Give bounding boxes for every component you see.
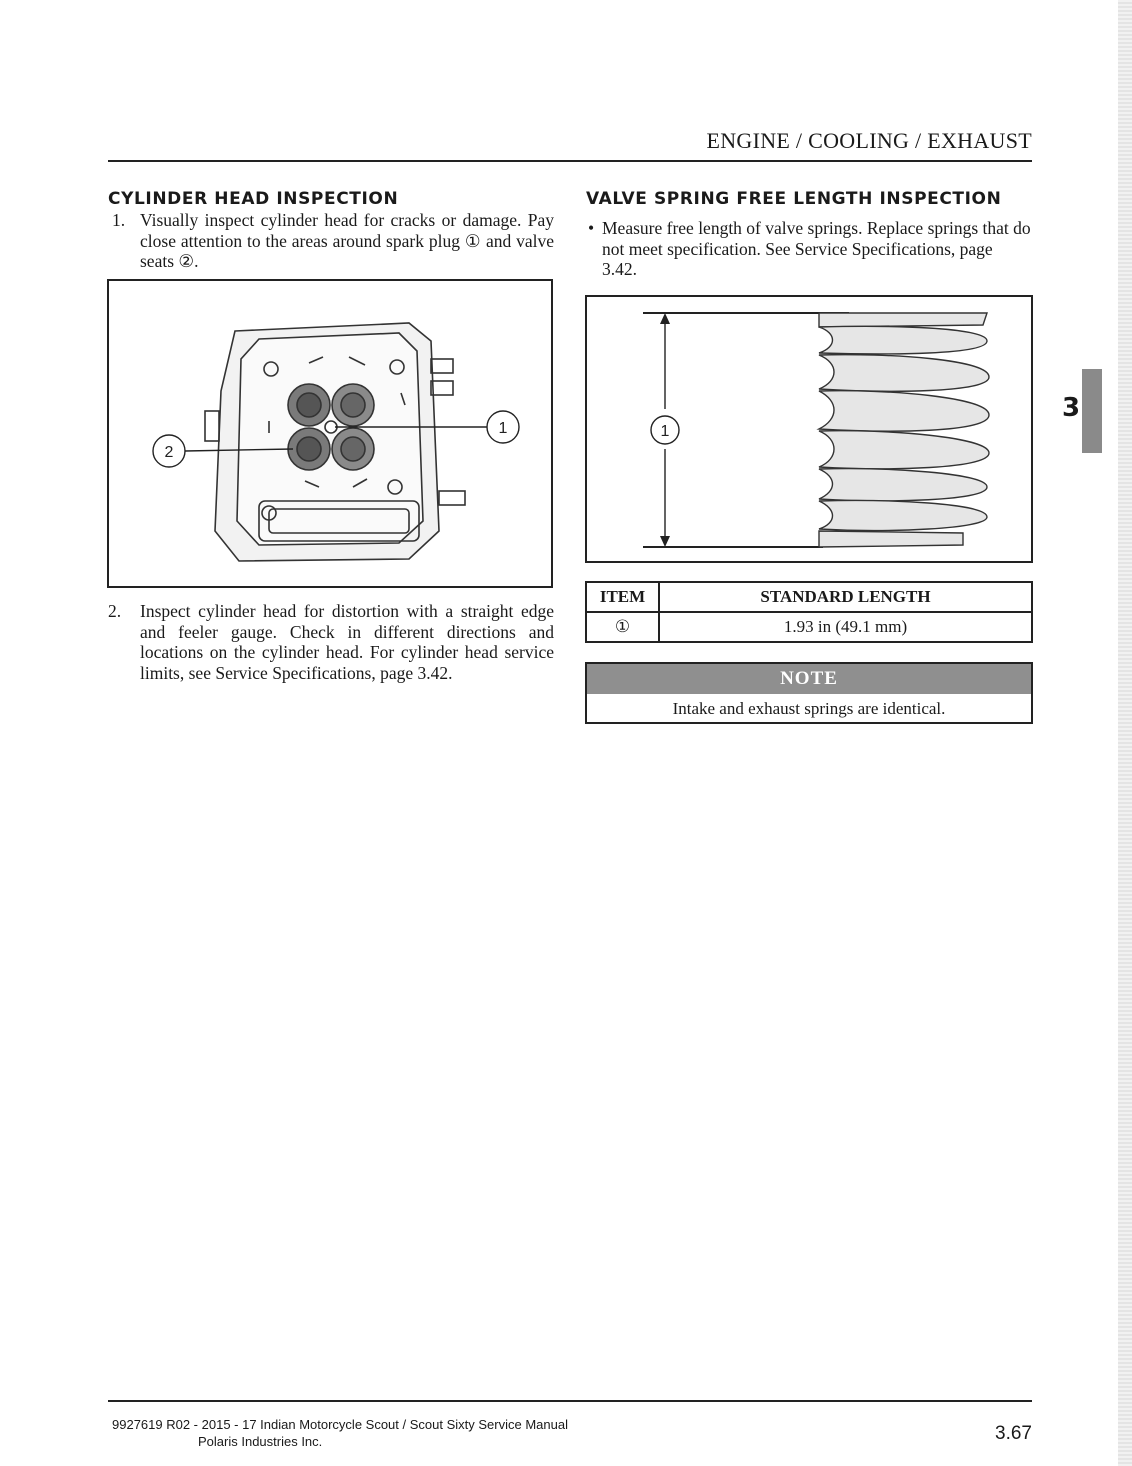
footer-manual-title: 9927619 R02 - 2015 - 17 Indian Motorcycl… [112,1417,568,1432]
length-column-header: STANDARD LENGTH [658,581,1033,613]
table-header-row: ITEM STANDARD LENGTH [585,581,1033,613]
valve-spring-illustration: 1 [643,312,990,548]
cylinder-head-heading: CYLINDER HEAD INSPECTION [108,189,399,209]
step-1-text: Visually inspect cylinder head for crack… [140,210,554,271]
callout-1-circle [486,410,520,444]
note-title: NOTE [587,664,1031,694]
cylinder-head-illustration: 1 2 [152,322,520,562]
scan-edge [1118,0,1132,1466]
callout-2-label: 2 [165,444,174,461]
valve-spring-heading: VALVE SPRING FREE LENGTH INSPECTION [586,189,1002,209]
footer-rule [108,1400,1032,1402]
bullet-dot: • [588,218,595,238]
note-box: NOTE Intake and exhaust springs are iden… [585,662,1033,724]
measure-instruction: Measure free length of valve springs. Re… [602,218,1031,279]
callout-1-label: 1 [499,420,508,437]
footer-publisher: Polaris Industries Inc. [198,1434,323,1449]
cylinder-head-figure: 1 2 [107,279,553,588]
note-text: Intake and exhaust springs are identical… [672,699,946,718]
header-rule [108,160,1032,162]
dimension-callout-label: 1 [661,423,670,440]
item-column-header: ITEM [585,581,660,613]
chapter-tab: 3 [1060,369,1102,453]
section-header: ENGINE / COOLING / EXHAUST [706,128,1032,153]
valve-spring-figure: 1 [585,295,1033,563]
step-2-number: 2. [108,601,122,621]
page-number: 3.67 [995,1423,1032,1444]
chapter-number: 3 [1061,393,1081,423]
table-row: ① 1.93 in (49.1 mm) [585,611,1033,643]
item-cell: ① [585,611,660,643]
step-2-text: Inspect cylinder head for distortion wit… [140,601,554,683]
callout-2-circle [152,434,186,468]
spec-table: ITEM STANDARD LENGTH ① 1.93 in (49.1 mm) [585,581,1033,643]
length-cell: 1.93 in (49.1 mm) [658,611,1033,643]
step-1-number: 1. [112,210,126,230]
chapter-tab-bar [1082,369,1102,453]
dimension-callout-circle [650,415,680,445]
